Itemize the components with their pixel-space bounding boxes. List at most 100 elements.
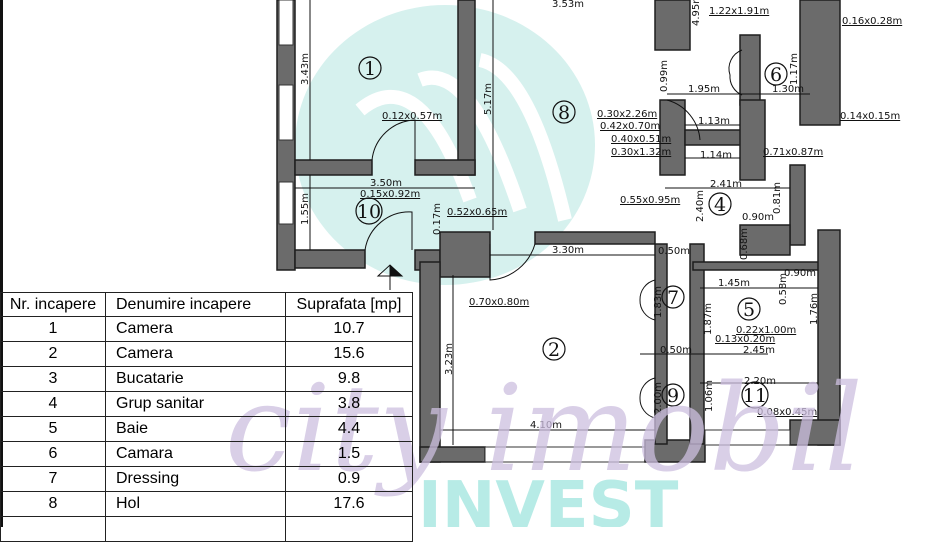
dim-label: 1.87m <box>703 303 714 335</box>
cell-area: 0.9 <box>285 466 413 492</box>
cell-area: 17.6 <box>285 491 413 517</box>
dim-label: 1.17m <box>789 53 800 85</box>
dimension-lines <box>295 0 818 445</box>
dim-label: 2.00m <box>653 382 664 414</box>
dim-label: 0.14x0.15m <box>840 111 900 122</box>
dim-label: 1.14m <box>700 150 732 161</box>
cell-nr: 5 <box>0 416 106 442</box>
room-6-label: 6 <box>770 64 782 86</box>
room-7-label: 7 <box>667 287 679 309</box>
dim-label: 1.22x1.91m <box>709 6 769 17</box>
dim-label: 0.13x0.20m <box>715 334 775 345</box>
dim-label: 3.30m <box>552 245 584 256</box>
cell-area: 3.8 <box>285 391 413 417</box>
room-4-label: 4 <box>714 194 726 216</box>
dim-label: 3.43m <box>300 53 311 85</box>
dim-label: 0.08x0.45m <box>757 407 817 418</box>
dim-label: 4.10m <box>530 420 562 431</box>
room-2-label: 2 <box>548 339 560 361</box>
room-1-label: 1 <box>364 58 376 80</box>
cell-area: 1.5 <box>285 441 413 467</box>
dim-label: 0.30x2.26m <box>597 109 657 120</box>
dim-label: 1.95m <box>688 84 720 95</box>
dim-label: 3.53m <box>552 0 584 10</box>
table-header: Nr. incapere Denumire incapere Suprafata… <box>0 292 413 317</box>
cell-nr: 7 <box>0 466 106 492</box>
room-5-label: 5 <box>743 299 755 321</box>
dim-label: 0.17m <box>432 203 443 235</box>
dim-label: 0.42x0.70m <box>600 121 660 132</box>
dim-label: 0.50m <box>660 345 692 356</box>
header-name: Denumire incapere <box>105 292 286 317</box>
dim-label: 1.55m <box>300 193 311 225</box>
dim-label: 0.16x0.28m <box>842 16 902 27</box>
dim-label: 0.40x0.51m <box>611 134 671 145</box>
dim-label: 1.06m <box>704 380 715 412</box>
left-border <box>0 0 3 527</box>
dim-label: 1.45m <box>718 278 750 289</box>
dim-label: 0.30x1.32m <box>611 147 671 158</box>
dim-label: 0.68m <box>739 228 750 260</box>
dim-label: 1.13m <box>698 116 730 127</box>
cell-name: Bucatarie <box>105 366 286 392</box>
dim-label: 0.90m <box>784 268 816 279</box>
room-9-label: 9 <box>667 385 679 407</box>
room-labels: 1 2 4 5 6 7 8 9 10 11 <box>355 56 788 409</box>
cell-nr: 6 <box>0 441 106 467</box>
dim-label: 0.70x0.80m <box>469 297 529 308</box>
cell-area: 15.6 <box>285 341 413 367</box>
cell-area: 10.7 <box>285 316 413 342</box>
dimension-labels: 3.53m 3.43m 5.17m 0.12x0.57m 3.50m 0.15x… <box>300 0 902 431</box>
cell-name: Camara <box>105 441 286 467</box>
dim-label: 0.81m <box>772 182 783 214</box>
dim-label: 0.22x1.00m <box>736 325 796 336</box>
room-8-label: 8 <box>558 102 570 124</box>
header-area: Suprafata [mp] <box>285 292 413 317</box>
cell-nr: 4 <box>0 391 106 417</box>
north-arrow-icon <box>376 264 404 290</box>
dim-label: 2.40m <box>695 190 706 222</box>
dim-label: 2.45m <box>743 345 775 356</box>
dim-label: 1.30m <box>772 84 804 95</box>
cell-name: Camera <box>105 341 286 367</box>
cell-nr: 2 <box>0 341 106 367</box>
dim-label: 1.83m <box>653 286 664 318</box>
cell-name: Grup sanitar <box>105 391 286 417</box>
cell-nr: 8 <box>0 491 106 517</box>
dim-label: 0.99m <box>659 60 670 92</box>
cell-name: Hol <box>105 491 286 517</box>
cell-area: 9.8 <box>285 366 413 392</box>
dim-label: 0.15x0.92m <box>360 189 420 200</box>
cell-name: Camera <box>105 316 286 342</box>
cell-name: Dressing <box>105 466 286 492</box>
walls <box>276 0 841 463</box>
watermark-sub: INVEST <box>418 469 679 527</box>
header-nr: Nr. incapere <box>0 292 106 317</box>
cell-area: 4.4 <box>285 416 413 442</box>
cell-nr: 3 <box>0 366 106 392</box>
dim-label: 0.58m <box>778 273 789 305</box>
dim-label: 0.71x0.87m <box>763 147 823 158</box>
dim-label: 0.52x0.65m <box>447 207 507 218</box>
dim-label: 0.55x0.95m <box>620 195 680 206</box>
dim-label: 3.23m <box>444 343 455 375</box>
doors <box>364 49 743 419</box>
cell-nr: 1 <box>0 316 106 342</box>
dim-label: 4.95m <box>691 0 702 26</box>
dim-label: 0.90m <box>742 212 774 223</box>
dim-label: 0.50m <box>658 246 690 257</box>
cell-name: Baie <box>105 416 286 442</box>
dim-label: 1.76m <box>809 293 820 325</box>
room-11-label: 11 <box>743 385 767 407</box>
rooms-table: Nr. incapere Denumire incapere Suprafata… <box>0 292 413 542</box>
dim-label: 3.50m <box>370 178 402 189</box>
dim-label: 5.17m <box>483 83 494 115</box>
